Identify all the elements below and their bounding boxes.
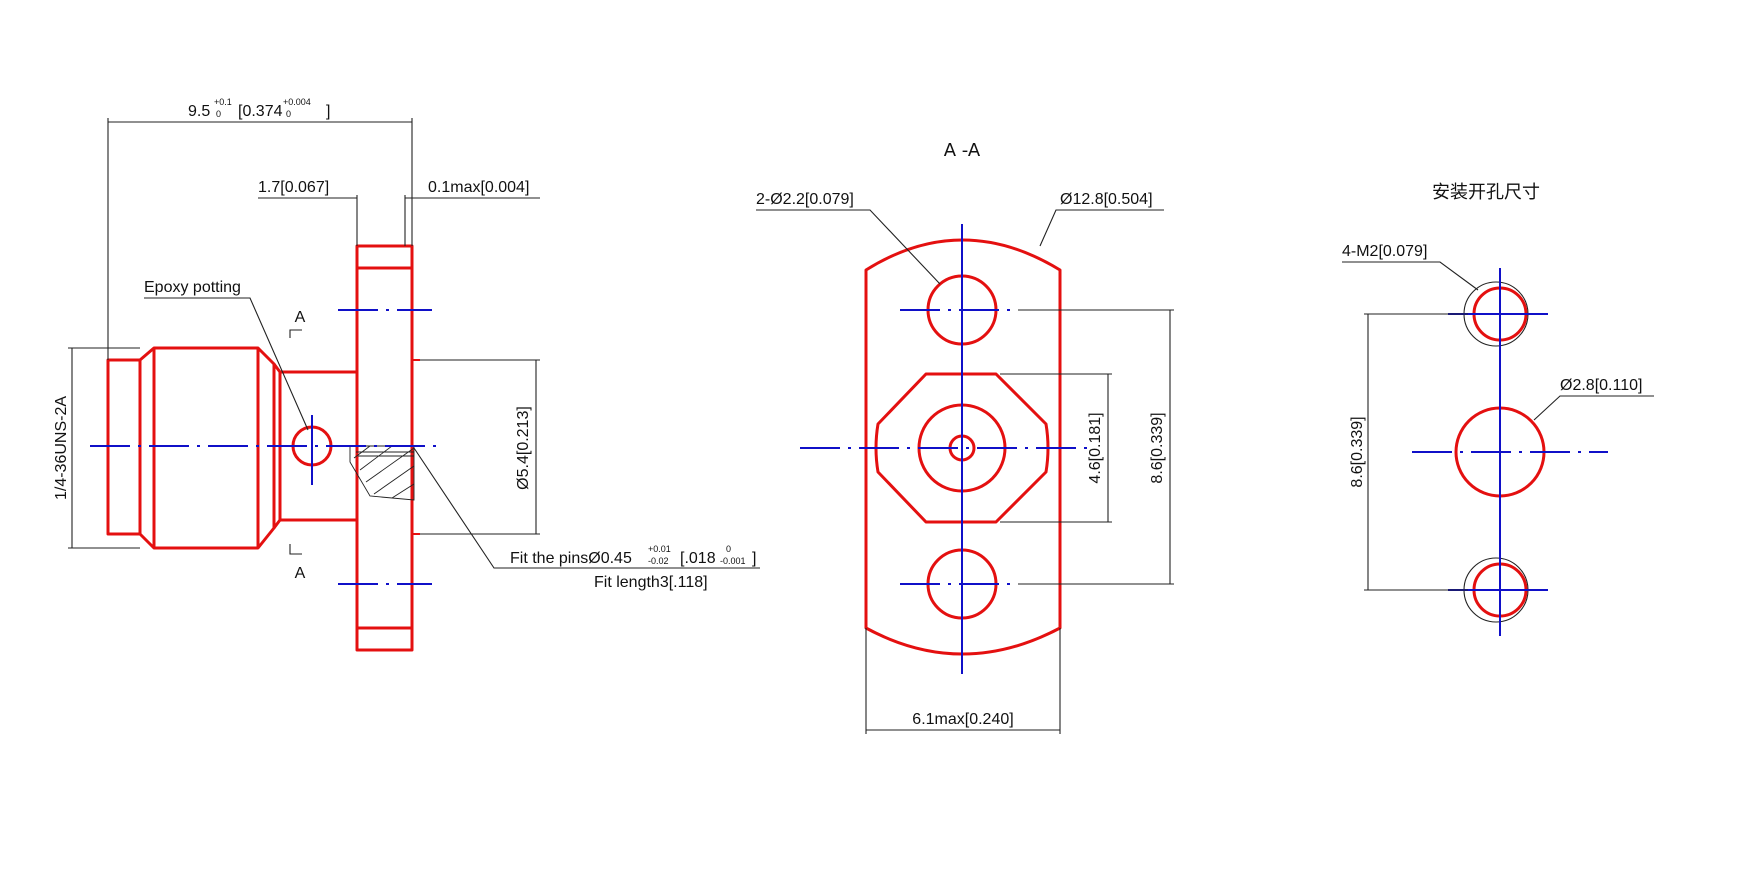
- overall-length-inch-tol-upper: +0.004: [283, 97, 311, 107]
- leader-hole-callout: [756, 209, 941, 285]
- fit-length-label: Fit length3[.118]: [594, 574, 708, 591]
- section-letter-top: A: [295, 309, 306, 326]
- hole-callout-label: 2-Ø2.2[0.079]: [756, 191, 854, 208]
- overall-length-main: 9.5: [188, 103, 210, 120]
- leader-flange-diameter: [1039, 209, 1164, 247]
- pin-fit-tol-upper: +0.01: [648, 544, 671, 554]
- mounting-title: 安装开孔尺寸: [1432, 182, 1540, 203]
- gap-max-label: 0.1max[0.004]: [428, 179, 529, 196]
- side-view: A A 9.5 +0.1 0 [0.374 +0.004 0 ] 1.7[0.0…: [53, 97, 760, 652]
- leader-screw-callout: [1342, 261, 1479, 291]
- overall-length-inch-tol-lower: 0: [286, 109, 291, 119]
- mount-hole-spacing-label: 8.6[0.339]: [1349, 416, 1366, 487]
- mounting-view: 安装开孔尺寸 4-M2[0.079] Ø2.8[0.110] 8.6[0.339…: [1342, 182, 1654, 636]
- screw-callout-label: 4-M2[0.079]: [1342, 243, 1427, 260]
- flange-diameter-label: Ø12.8[0.504]: [1060, 191, 1153, 208]
- flange-width-label: 6.1max[0.240]: [912, 711, 1013, 728]
- section-mark-bottom: [289, 544, 302, 555]
- section-mark-top: [289, 329, 302, 338]
- leader-center-hole: [1533, 395, 1654, 421]
- section-hole-spacing-label: 8.6[0.339]: [1149, 412, 1166, 483]
- overall-length-tol-lower: 0: [216, 109, 221, 119]
- thread-spec-label: 1/4-36UNS-2A: [53, 396, 70, 500]
- pin-fit-inch: [.018: [680, 550, 716, 567]
- inner-height-label: 4.6[0.181]: [1087, 412, 1104, 483]
- inner-body: [874, 372, 1050, 524]
- flange-thickness-label: 1.7[0.067]: [258, 179, 329, 196]
- overall-length-inch: [0.374: [238, 103, 283, 120]
- epoxy-label: Epoxy potting: [144, 279, 241, 296]
- overall-length-tol-upper: +0.1: [214, 97, 232, 107]
- overall-length-close: ]: [326, 103, 330, 120]
- section-title: A -A: [944, 140, 981, 161]
- pin-fit-label: Fit the pinsØ0.45 +0.01 -0.02 [.018 0 -0…: [510, 544, 756, 567]
- flange: [355, 244, 414, 652]
- leader-epoxy: [144, 297, 309, 431]
- pin-fit-close: ]: [752, 550, 756, 567]
- section-letter-bottom: A: [295, 565, 306, 582]
- hex-nut: [138, 346, 276, 550]
- center-hole-label: Ø2.8[0.110]: [1560, 377, 1642, 394]
- pin-fit-tol-lower: -0.02: [648, 556, 669, 566]
- hatch-lines: [353, 445, 415, 499]
- pin-fit-prefix: Fit the pinsØ0.45: [510, 550, 632, 567]
- overall-length-label: 9.5 +0.1 0 [0.374 +0.004 0 ]: [188, 97, 330, 120]
- pin-fit-inch-tol-upper: 0: [726, 544, 731, 554]
- body-diameter-label: Ø5.4[0.213]: [515, 406, 532, 490]
- pin-fit-inch-tol-lower: -0.001: [720, 556, 746, 566]
- section-view: A -A 2-Ø2.2[0.079] Ø12.8[0.504] 4.6[0.18…: [756, 140, 1174, 734]
- leader-pin-fit: [413, 447, 760, 569]
